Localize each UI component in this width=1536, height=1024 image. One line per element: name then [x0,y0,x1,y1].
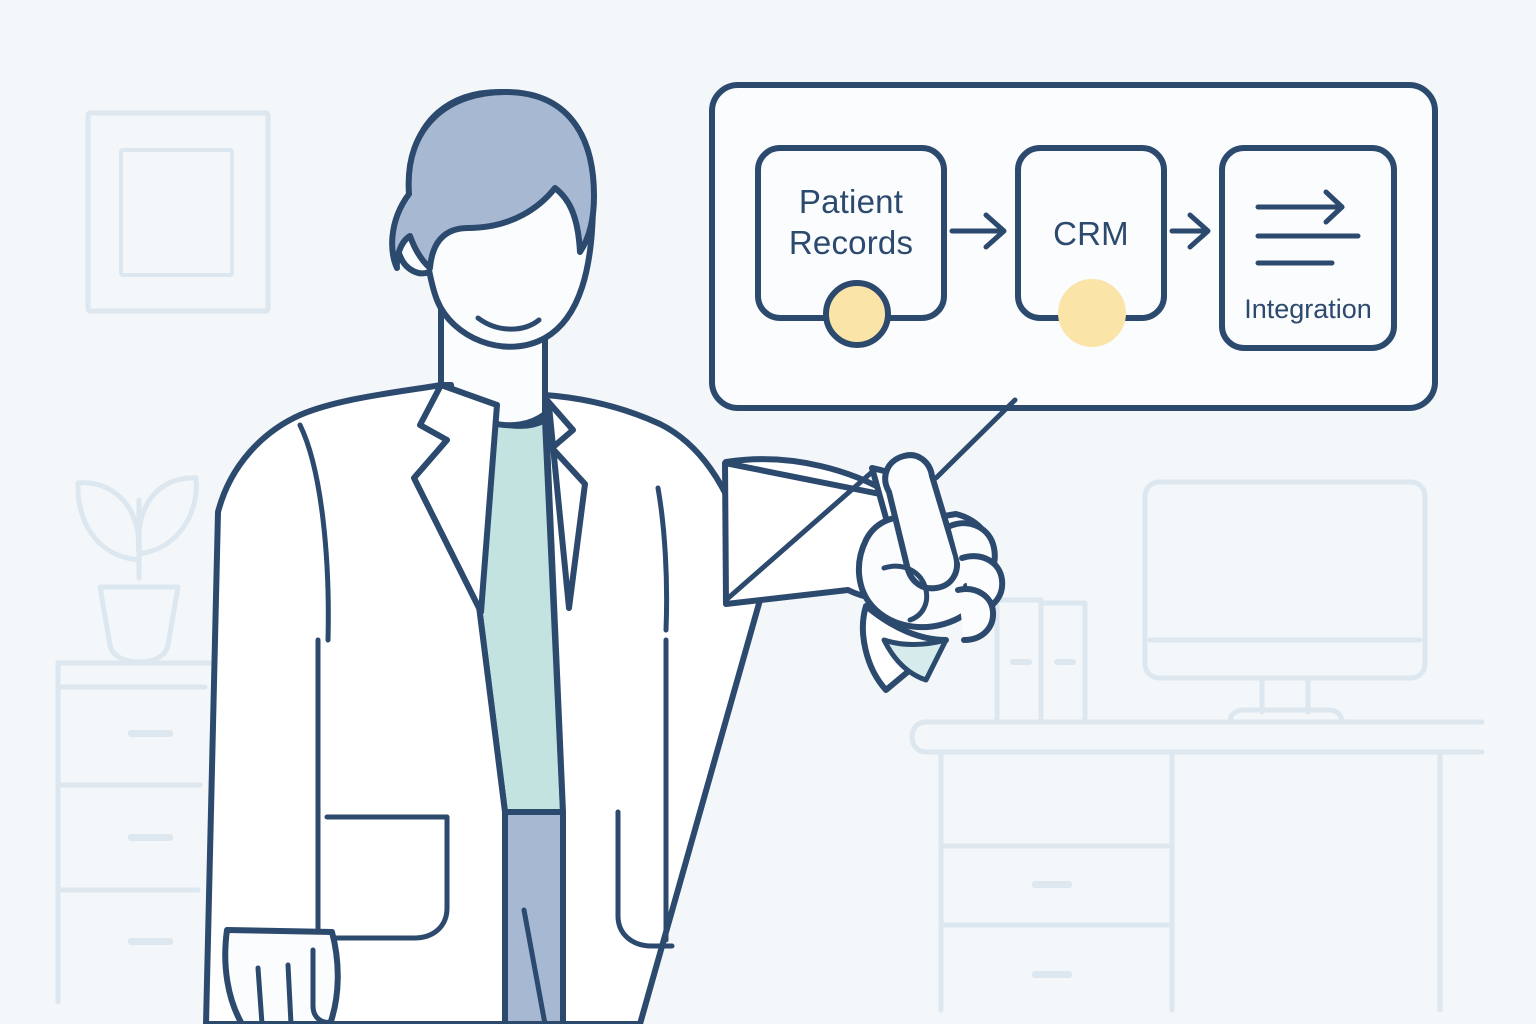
pointing-hand [855,452,1006,693]
connector-arrow-1 [949,212,1007,250]
coat-pocket-right [615,809,675,949]
desktop-monitor [1142,479,1428,725]
coat-pocket-left [324,814,450,941]
node-patient-records-label-line2: Records [789,224,913,261]
mouth-line [475,315,542,332]
lab-coat [203,382,763,1024]
thumb [881,563,930,623]
node-crm-label: CRM [1053,215,1129,252]
wrist-cuff-accent [881,637,949,683]
highlight-dot-crm [1058,279,1126,347]
hair [389,89,597,271]
node-integration-label: Integration [1244,294,1372,324]
finger-3 [955,586,997,643]
desk [909,719,1485,1013]
resting-hand [222,927,341,1024]
node-patient-records-label-line1: Patient [799,183,903,220]
lines-with-arrow-icon [1255,189,1361,266]
filing-cabinet [55,660,213,1005]
node-integration[interactable]: Integration [1219,145,1397,351]
flow-diagram-panel[interactable]: Patient Records CRM [709,82,1438,411]
pointer-ray [933,397,1018,481]
pants [502,809,566,1024]
binders [994,597,1088,725]
doctor-figure [203,89,1018,1024]
node-crm[interactable]: CRM [1015,145,1167,347]
connector-arrow-2 [1169,212,1211,250]
node-patient-records[interactable]: Patient Records [755,145,947,348]
index-finger [882,452,960,592]
wall-picture-frame [85,110,271,314]
highlight-dot-patient-records [823,280,891,348]
